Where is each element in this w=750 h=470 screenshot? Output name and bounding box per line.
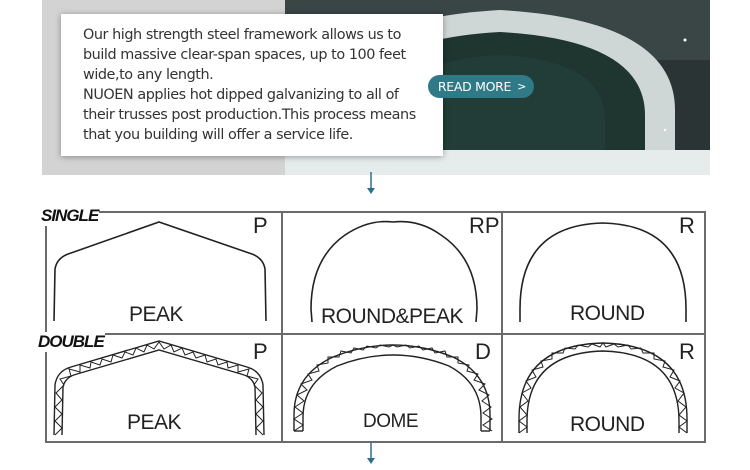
- type-code: R: [679, 339, 695, 365]
- double-section-title: DOUBLE: [37, 332, 105, 352]
- single-round-peak-cell: RP ROUND&PEAK: [283, 213, 501, 333]
- arrow-down-icon: [364, 172, 378, 196]
- description-card: Our high strength steel framework allows…: [61, 14, 443, 156]
- type-label: ROUND: [570, 413, 645, 437]
- type-code: P: [253, 339, 268, 365]
- arrow-down-icon: [364, 443, 378, 467]
- double-dome-cell: D DOME: [283, 335, 501, 441]
- single-round-cell: R ROUND: [503, 213, 704, 333]
- read-more-button[interactable]: READ MORE >: [428, 75, 534, 98]
- type-label: ROUND: [570, 302, 645, 326]
- type-code: P: [253, 213, 268, 239]
- type-label: PEAK: [129, 303, 183, 327]
- type-label: DOME: [363, 411, 418, 433]
- read-more-label: READ MORE: [438, 79, 511, 94]
- hero-banner: Our high strength steel framework allows…: [42, 0, 710, 175]
- single-section-title: SINGLE: [40, 206, 99, 226]
- chevron-right-icon: >: [517, 80, 526, 93]
- frame-types-grid: P PEAK RP ROUND&PEAK R ROUND P PEAK: [45, 211, 706, 443]
- description-paragraph-2: NUOEN applies hot dipped galvanizing to …: [83, 85, 431, 145]
- type-code: D: [475, 339, 491, 365]
- double-round-cell: R ROUND: [503, 335, 704, 441]
- type-label: ROUND&PEAK: [321, 305, 463, 329]
- type-label: PEAK: [127, 411, 181, 435]
- type-code: RP: [469, 213, 500, 239]
- description-paragraph-1: Our high strength steel framework allows…: [83, 25, 431, 85]
- type-code: R: [679, 213, 695, 239]
- single-peak-cell: P PEAK: [47, 213, 281, 333]
